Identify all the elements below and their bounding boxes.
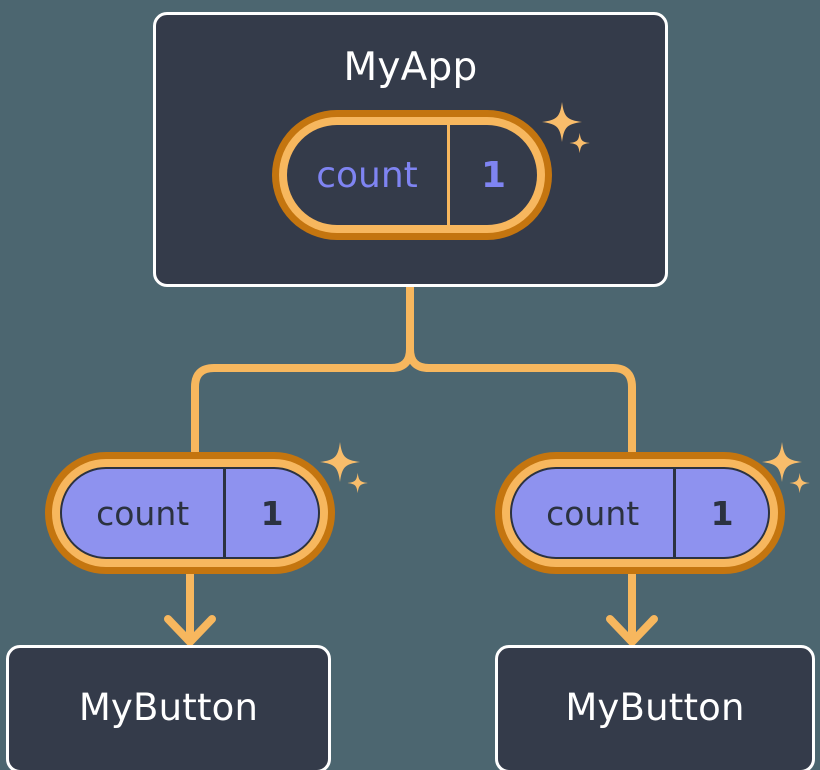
state-pill-left-count[interactable]: count 1 xyxy=(45,452,335,574)
pill-divider xyxy=(447,125,450,225)
pill-inner-ring: count 1 xyxy=(279,117,545,233)
sparkle-small-icon xyxy=(789,472,810,494)
state-value: 1 xyxy=(260,493,284,533)
state-pill-right-count[interactable]: count 1 xyxy=(495,452,785,574)
state-value: 1 xyxy=(480,154,507,196)
pill-divider xyxy=(673,469,677,557)
arrow-down-icon-right xyxy=(606,615,658,646)
arrow-down-icon-left xyxy=(164,615,216,646)
state-key: count xyxy=(546,493,640,533)
sparkle-icon xyxy=(320,442,360,482)
state-value: 1 xyxy=(710,493,734,533)
sparkle-small-icon xyxy=(347,472,368,494)
pill-divider xyxy=(223,469,227,557)
fork-connector-right xyxy=(406,283,636,456)
pill-inner-ring: count 1 xyxy=(502,459,778,567)
state-key: count xyxy=(316,154,418,196)
component-title: MyButton xyxy=(78,686,259,729)
pill-body: count 1 xyxy=(287,125,537,225)
component-card-mybutton-right[interactable]: MyButton xyxy=(495,645,815,770)
state-key: count xyxy=(96,493,190,533)
fork-connector xyxy=(191,283,414,456)
component-card-mybutton-left[interactable]: MyButton xyxy=(6,645,331,770)
state-pill-myapp-count[interactable]: count 1 xyxy=(272,110,552,240)
pill-body: count 1 xyxy=(60,467,320,559)
pill-inner-ring: count 1 xyxy=(52,459,328,567)
component-title: MyButton xyxy=(565,686,745,729)
pill-body: count 1 xyxy=(510,467,770,559)
page-title: MyApp xyxy=(343,45,478,90)
